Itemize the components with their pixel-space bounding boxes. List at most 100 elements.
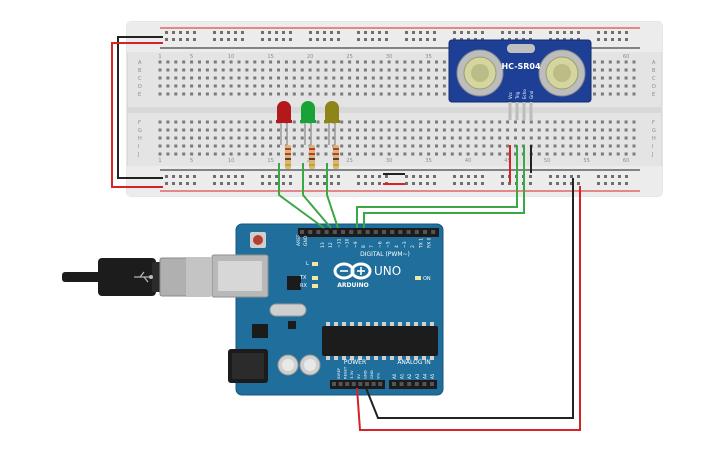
column-number: 60 [623, 158, 629, 164]
row-letter: G [138, 128, 142, 134]
resistor-3[interactable] [333, 145, 339, 169]
digital-pin-label: 2 [410, 245, 416, 248]
column-number: 5 [190, 158, 193, 164]
rx-label: RX [300, 283, 307, 289]
chip-pins [326, 322, 434, 360]
aref-label: AREF [296, 234, 302, 246]
resistor-1[interactable] [285, 145, 291, 169]
power-header[interactable] [330, 380, 385, 389]
row-letter: A [652, 60, 656, 66]
sensor-pin-label: Gnd [529, 90, 534, 99]
column-number: 50 [544, 158, 550, 164]
column-number: 55 [583, 158, 589, 164]
led-yellow[interactable] [324, 101, 340, 145]
column-number: 15 [267, 158, 273, 164]
column-number: 1 [158, 158, 161, 164]
column-number: 30 [386, 54, 392, 60]
column-number: 5 [190, 54, 193, 60]
column-number: 25 [346, 54, 352, 60]
analog-pin-label: A4 [422, 373, 427, 379]
analog-header[interactable] [389, 380, 437, 389]
row-letter: H [138, 136, 142, 142]
analog-pin-label: A1 [400, 373, 405, 379]
digital-pin-label: ~3 [402, 241, 408, 248]
red-wire-arduino-5v[interactable] [356, 186, 581, 431]
row-letter: C [652, 76, 656, 82]
power-pin-label: GND [362, 370, 367, 379]
row-letter: A [138, 60, 142, 66]
row-letter: J [651, 152, 653, 158]
row-letter: I [652, 144, 653, 150]
sensor-pin-label: Trig [515, 91, 520, 100]
usb-cable[interactable] [62, 257, 213, 297]
crystal-oscillator [269, 303, 307, 317]
row-letter: B [138, 68, 142, 74]
power-pin-label: 3.3V [349, 370, 354, 379]
column-number: 35 [425, 54, 431, 60]
on-label: ON [423, 276, 431, 282]
digital-header-label: DIGITAL (PWM~) [360, 251, 410, 258]
analog-pin-label: A3 [415, 373, 420, 379]
row-letter: C [138, 76, 142, 82]
green-wire-led-green[interactable] [302, 163, 332, 229]
digital-pin-label: RX 0 [427, 237, 433, 248]
digital-pin-label: 4 [394, 245, 400, 248]
rail-negative-jumper-wire[interactable] [117, 36, 163, 179]
digital-pin-label: ~5 [386, 241, 392, 248]
led-group[interactable] [276, 101, 340, 145]
green-wire-echo[interactable] [363, 145, 525, 228]
analog-label: ANALOG IN [397, 359, 430, 366]
jumper-wires[interactable] [278, 145, 581, 431]
column-number: 1 [158, 54, 161, 60]
row-letter: F [652, 120, 655, 126]
power-pin-label: 5V [356, 374, 361, 379]
power-label: POWER [344, 359, 366, 366]
row-letter: E [652, 92, 655, 98]
resistors[interactable] [285, 145, 339, 169]
column-number: 40 [465, 158, 471, 164]
sensor-pin-label: Vcc [508, 92, 513, 99]
analog-pin-label: A0 [392, 373, 397, 379]
usb-chip [287, 276, 301, 290]
power-pin-label: IOREF [336, 368, 341, 379]
resistor-2[interactable] [309, 145, 315, 169]
column-number: 35 [425, 158, 431, 164]
column-number: 20 [307, 54, 313, 60]
power-pin-label: Vin [376, 372, 381, 379]
led-green[interactable] [300, 101, 316, 145]
sensor-crystal [507, 44, 535, 53]
usb-symbol-icon [134, 271, 153, 283]
gnd-label: GND [303, 235, 309, 246]
digital-pin-label: ~10 [345, 238, 351, 248]
digital-pin-label: ~9 [353, 241, 359, 248]
column-number: 30 [386, 158, 392, 164]
voltage-regulator [252, 324, 268, 338]
green-wire-trig[interactable] [356, 145, 518, 228]
digital-pin-label: 12 [328, 242, 334, 248]
sensor-model-label: HC-SR04 [501, 62, 541, 71]
atmega-chip [322, 326, 438, 356]
column-number: 60 [623, 54, 629, 60]
black-wire-arduino-gnd[interactable] [365, 178, 574, 419]
column-number: 15 [267, 54, 273, 60]
green-wire-led-yellow[interactable] [326, 163, 339, 229]
brand-label: ARDUINO [337, 282, 368, 289]
center-channel [127, 107, 662, 113]
l-led-label: L [306, 261, 309, 267]
column-number: 10 [228, 54, 234, 60]
board-model-label: UNO [374, 264, 401, 278]
led-red[interactable] [276, 101, 292, 145]
power-pin-label: RESET [343, 366, 348, 379]
analog-pin-label: A5 [430, 373, 435, 379]
green-wire-led-red[interactable] [278, 163, 325, 229]
row-letter: E [138, 92, 141, 98]
rail-positive-jumper-wire[interactable] [111, 42, 163, 188]
arduino-logo-icon [333, 262, 372, 280]
column-number: 10 [228, 158, 234, 164]
